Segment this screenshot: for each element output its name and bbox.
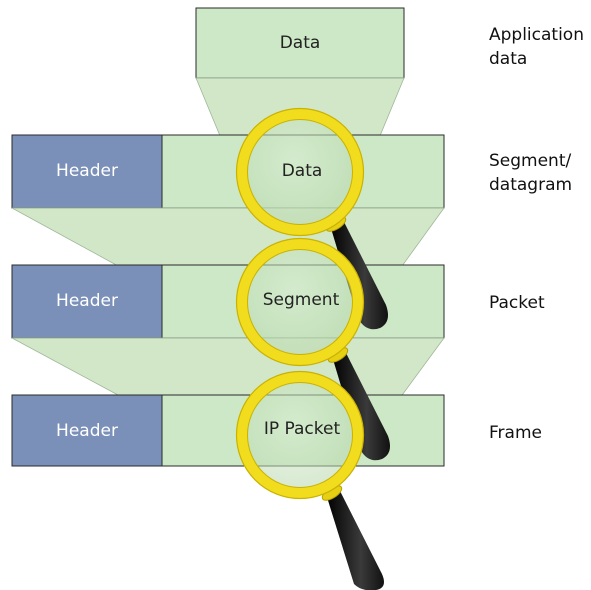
side-label-packet: Packet <box>489 293 545 313</box>
row3-header-label: Header <box>56 421 118 441</box>
magnifier-2 <box>235 237 390 461</box>
magnifier-ring-3 <box>236 371 364 499</box>
magnifier-ring-1 <box>236 108 364 236</box>
side-label-segment-line1: Segment/ <box>489 151 572 171</box>
magnifier-handle-1 <box>330 218 388 330</box>
side-label-segment-line2: datagram <box>489 175 572 195</box>
magnifier-1 <box>235 107 388 330</box>
side-label-frame: Frame <box>489 423 542 443</box>
row3-header-box <box>11 394 163 467</box>
magnifier-lens-2 <box>242 244 358 360</box>
row3-payload-label: IP Packet <box>264 419 341 439</box>
magnifier-3 <box>235 370 384 590</box>
magnifier-handle-2 <box>332 349 390 461</box>
application-data-box <box>195 7 405 79</box>
row1-payload-label: Data <box>282 161 323 181</box>
row1-header-label: Header <box>56 161 118 181</box>
magnifier-lens-3 <box>242 377 358 493</box>
side-label-application-line2: data <box>489 49 527 69</box>
row2-header-box <box>11 264 163 339</box>
magnifier-handle-3 <box>326 487 384 590</box>
magnifier-ring-2 <box>236 238 364 366</box>
row2-payload-label: Segment <box>263 290 340 310</box>
row1-header-box <box>11 134 163 209</box>
magnifier-lens-1 <box>242 114 358 230</box>
side-label-application-line1: Application <box>489 25 584 45</box>
row2-header-label: Header <box>56 291 118 311</box>
application-data-box-label: Data <box>280 33 321 53</box>
